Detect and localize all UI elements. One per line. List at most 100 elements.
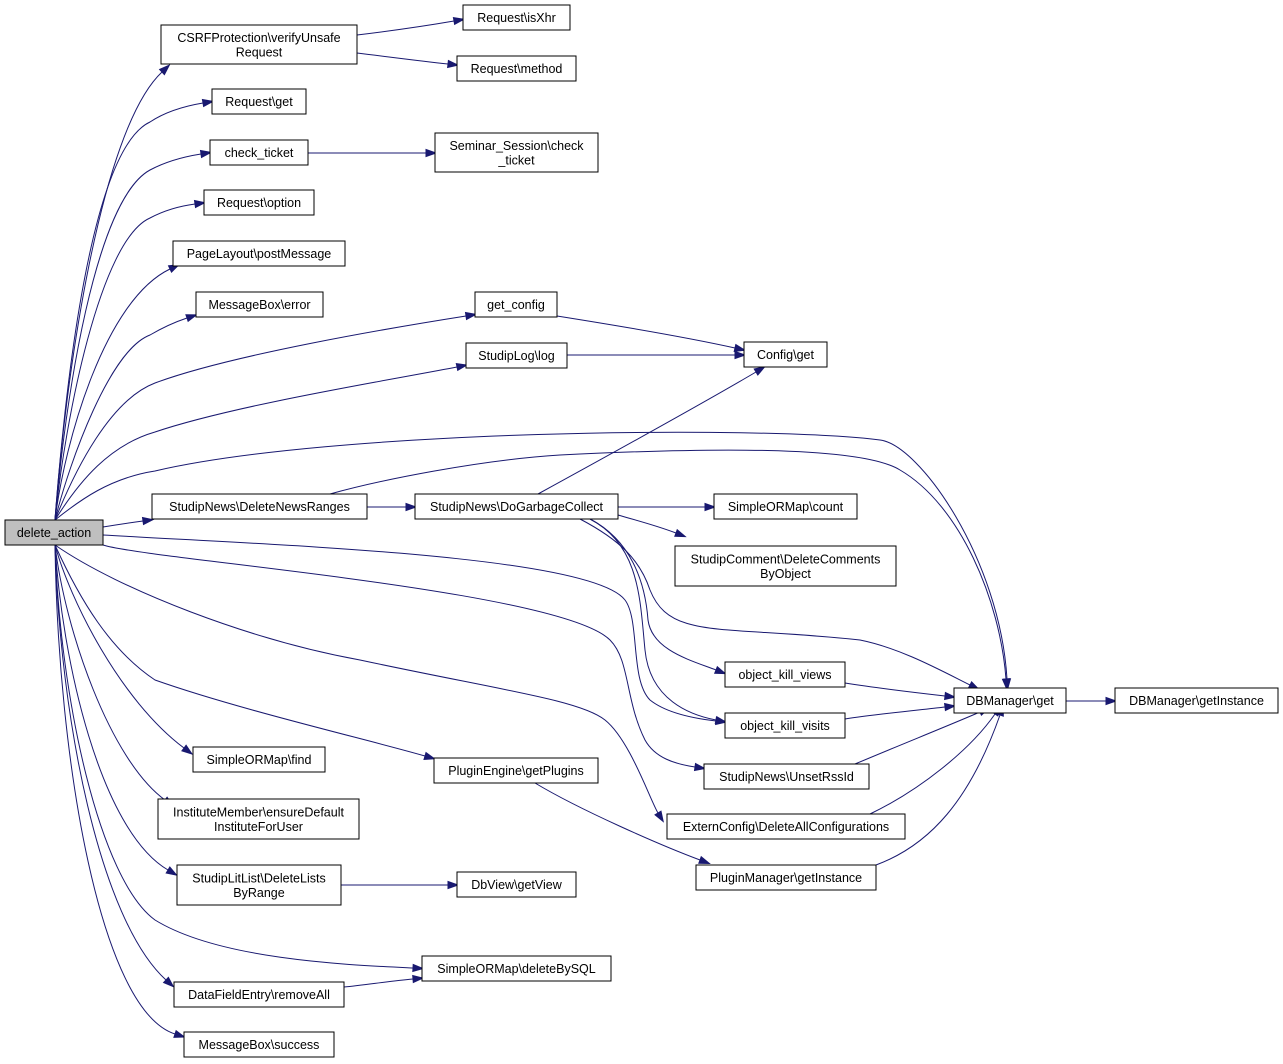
edge-line	[537, 371, 757, 495]
node-label: StudipNews\DeleteNewsRanges	[169, 500, 350, 514]
arrowhead-icon	[162, 976, 175, 988]
node-postmessage[interactable]: PageLayout\postMessage	[172, 240, 346, 267]
node-box	[434, 132, 599, 173]
node-box	[695, 864, 877, 891]
node-box	[414, 493, 619, 520]
edge-getplugins-to-pluginmgr	[534, 782, 711, 865]
node-box	[433, 757, 599, 784]
node-box	[666, 813, 906, 840]
node-label: InstituteMember\ensureDefault	[173, 805, 344, 819]
node-pluginmgr[interactable]: PluginManager\getInstance	[695, 864, 877, 891]
node-dbinstance[interactable]: DBManager\getInstance	[1114, 687, 1279, 714]
edge-line	[54, 102, 204, 521]
node-box	[743, 341, 828, 368]
node-label: SimpleORMap\deleteBySQL	[437, 962, 595, 976]
edge-line	[54, 544, 185, 749]
node-dbget[interactable]: DBManager\get	[953, 687, 1067, 714]
edge-dogarbage-to-ormcount	[617, 502, 717, 512]
edge-line	[102, 534, 717, 722]
node-box	[172, 240, 346, 267]
edge-delete_action-to-mbsuccess	[54, 544, 186, 1038]
node-dbview[interactable]: DbView\getView	[456, 871, 577, 898]
edge-line	[54, 268, 171, 521]
edge-delete_action-to-getplugins	[54, 544, 437, 760]
arrowhead-icon	[185, 314, 198, 323]
node-studiplog[interactable]: StudipLog\log	[465, 342, 568, 369]
node-box	[953, 687, 1067, 714]
edge-delete_action-to-studiplog	[54, 363, 469, 521]
node-reqget[interactable]: Request\get	[211, 88, 307, 115]
edge-line	[102, 544, 696, 768]
arrowhead-icon	[713, 665, 727, 675]
node-box	[674, 545, 897, 587]
edge-deletenewsranges-to-dbget	[329, 449, 1011, 691]
arrowhead-icon	[412, 963, 425, 973]
node-box	[713, 493, 858, 520]
node-seminar_check[interactable]: Seminar_Session\check_ticket	[434, 132, 599, 173]
node-delete_action[interactable]: delete_action	[4, 519, 104, 546]
node-method[interactable]: Request\method	[456, 55, 577, 82]
arrowhead-icon	[193, 199, 207, 209]
node-reqoption[interactable]: Request\option	[203, 189, 315, 216]
node-killviews[interactable]: object_kill_views	[724, 661, 846, 688]
edge-delete_action-to-litlist	[54, 544, 178, 876]
edge-line	[102, 520, 144, 528]
node-ormfind[interactable]: SimpleORMap\find	[192, 746, 326, 773]
node-deletebysql[interactable]: SimpleORMap\deleteBySQL	[421, 955, 612, 982]
node-dogarbage[interactable]: StudipNews\DoGarbageCollect	[414, 493, 619, 520]
node-box	[183, 1031, 335, 1058]
node-deletenewsranges[interactable]: StudipNews\DeleteNewsRanges	[151, 493, 368, 520]
arrowhead-icon	[944, 691, 957, 701]
node-mbsuccess[interactable]: MessageBox\success	[183, 1031, 335, 1058]
edge-delete_action-to-unsetrss	[102, 544, 707, 772]
node-killvisits[interactable]: object_kill_visits	[724, 712, 846, 739]
node-label: SimpleORMap\count	[728, 500, 844, 514]
edge-studiplog-to-configget	[567, 350, 747, 360]
edge-line	[54, 544, 659, 814]
node-getplugins[interactable]: PluginEngine\getPlugins	[433, 757, 599, 784]
arrowhead-icon	[944, 702, 957, 712]
arrowhead-icon	[733, 343, 747, 352]
arrowhead-icon	[693, 762, 707, 772]
arrowhead-icon	[674, 528, 687, 538]
node-externconfig[interactable]: ExternConfig\DeleteAllConfigurations	[666, 813, 906, 840]
edge-line	[54, 317, 188, 521]
node-get_config[interactable]: get_config	[474, 291, 558, 318]
node-removeall[interactable]: DataFieldEntry\removeAll	[173, 981, 345, 1008]
node-ormcount[interactable]: SimpleORMap\count	[713, 493, 858, 520]
arrowhead-icon	[173, 1029, 186, 1038]
edge-line	[54, 544, 414, 969]
node-box	[456, 871, 577, 898]
node-box	[724, 661, 846, 688]
arrowhead-icon	[654, 810, 664, 823]
node-box	[209, 139, 309, 166]
node-mberror[interactable]: MessageBox\error	[195, 291, 324, 318]
node-label: Request\method	[471, 62, 563, 76]
edge-line	[844, 682, 946, 697]
arrowhead-icon	[698, 855, 711, 865]
node-label: DBManager\get	[966, 694, 1054, 708]
node-isxhr[interactable]: Request\isXhr	[462, 4, 571, 31]
edge-line	[869, 713, 996, 815]
edge-delete_action-to-get_config	[54, 311, 478, 521]
node-label: CSRFProtection\verifyUnsafe	[177, 31, 340, 45]
arrowhead-icon	[734, 350, 747, 360]
node-label: Request\option	[217, 196, 301, 210]
node-unsetrss[interactable]: StudipNews\UnsetRssId	[703, 763, 870, 790]
edge-dogarbage-to-deletecomments	[617, 514, 687, 538]
node-label: check_ticket	[225, 146, 294, 160]
node-box	[160, 24, 358, 65]
edge-line	[617, 514, 677, 534]
node-ensureinst[interactable]: InstituteMember\ensureDefaultInstituteFo…	[157, 798, 360, 840]
node-configget[interactable]: Config\get	[743, 341, 828, 368]
node-check_ticket[interactable]: check_ticket	[209, 139, 309, 166]
node-label: _ticket	[497, 153, 535, 167]
edge-killvisits-to-dbget	[844, 702, 957, 720]
node-label: object_kill_visits	[740, 719, 830, 733]
edge-line	[54, 366, 458, 521]
node-label: PageLayout\postMessage	[187, 247, 332, 261]
edge-line	[54, 544, 167, 981]
